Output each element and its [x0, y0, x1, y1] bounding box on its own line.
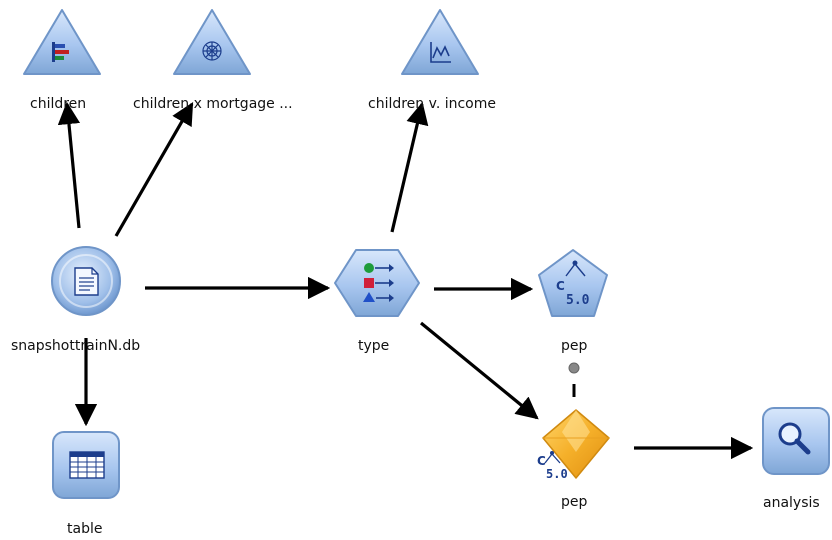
edge-snapshot-children-mortgage[interactable] — [114, 102, 194, 237]
web-graph-icon — [202, 41, 222, 61]
node-children-income[interactable] — [401, 9, 479, 75]
c50-tree-icon: C 5.0 — [556, 260, 590, 308]
edges — [57, 101, 754, 460]
edge-type-pep-nugget[interactable] — [419, 321, 539, 420]
edge-snapshot-children[interactable] — [57, 101, 81, 229]
label-pep-model: pep — [561, 338, 588, 354]
svg-text:5.0: 5.0 — [566, 293, 590, 308]
node-analysis[interactable] — [762, 407, 830, 475]
database-source-icon — [74, 267, 99, 296]
edge-type-children-income[interactable] — [390, 101, 429, 233]
label-table: table — [67, 521, 103, 537]
svg-text:5.0: 5.0 — [546, 467, 568, 481]
label-children-mortgage: children x mortgage ... — [133, 96, 293, 112]
label-type: type — [358, 338, 390, 354]
label-children-income: children v. income — [368, 96, 496, 112]
node-pep-nugget[interactable]: C 5.0 — [537, 409, 610, 481]
type-node-icon — [363, 263, 394, 302]
c50-model-nugget-icon: C 5.0 — [537, 451, 568, 481]
distribution-graph-icon — [52, 42, 69, 62]
node-snapshot[interactable] — [51, 246, 121, 316]
svg-text:C: C — [556, 279, 565, 293]
magnifier-icon — [778, 422, 811, 455]
table-grid-icon — [69, 451, 105, 479]
svg-text:C: C — [537, 454, 546, 468]
plot-graph-icon — [430, 42, 451, 63]
label-pep-nugget: pep — [561, 494, 588, 510]
label-analysis: analysis — [763, 495, 820, 511]
node-pep-model[interactable]: C 5.0 — [538, 249, 608, 317]
node-table[interactable] — [52, 431, 120, 499]
node-children[interactable] — [23, 9, 101, 75]
label-snapshot: snapshottrainN.db — [11, 338, 141, 354]
node-children-mortgage[interactable] — [173, 9, 251, 75]
node-type[interactable] — [334, 249, 420, 317]
label-children: children — [30, 96, 87, 112]
model-link — [568, 362, 580, 397]
